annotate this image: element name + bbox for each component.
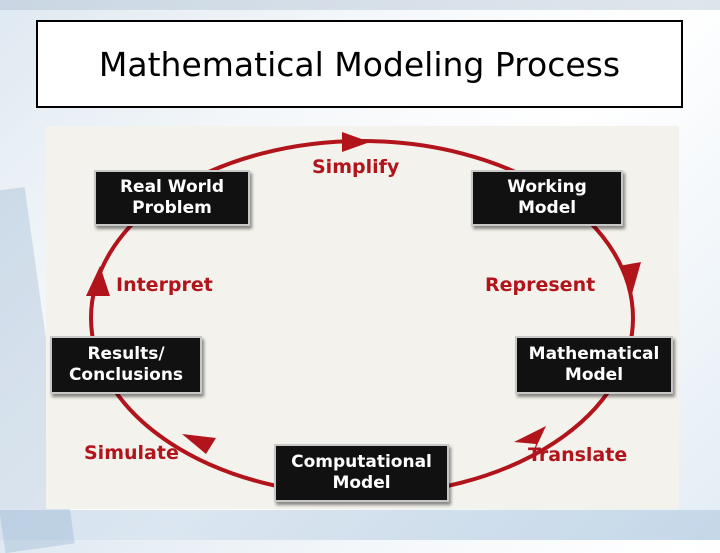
background-decoration	[0, 0, 720, 10]
edge-label-simplify: Simplify	[312, 156, 400, 178]
node-real-world-problem: Real World Problem	[94, 170, 250, 226]
arrowhead-simulate	[182, 434, 216, 454]
node-results-conclusions: Results/ Conclusions	[50, 336, 202, 394]
node-working-model: Working Model	[471, 170, 623, 226]
page-title: Mathematical Modeling Process	[98, 44, 621, 84]
arrowhead-represent	[619, 262, 641, 294]
modeling-cycle-diagram: Real World Problem Working Model Mathema…	[46, 126, 679, 509]
background-decoration	[0, 510, 720, 540]
edge-label-represent: Represent	[485, 274, 596, 296]
title-box: Mathematical Modeling Process	[36, 20, 683, 108]
node-computational-model: Computational Model	[274, 444, 449, 502]
edge-label-simulate: Simulate	[84, 442, 179, 464]
node-mathematical-model: Mathematical Model	[515, 336, 673, 394]
edge-label-interpret: Interpret	[116, 274, 213, 296]
arrowhead-interpret	[86, 266, 110, 296]
edge-label-translate: Translate	[528, 444, 628, 466]
arrowhead-simplify	[342, 132, 370, 152]
arrowhead-translate	[514, 426, 546, 456]
